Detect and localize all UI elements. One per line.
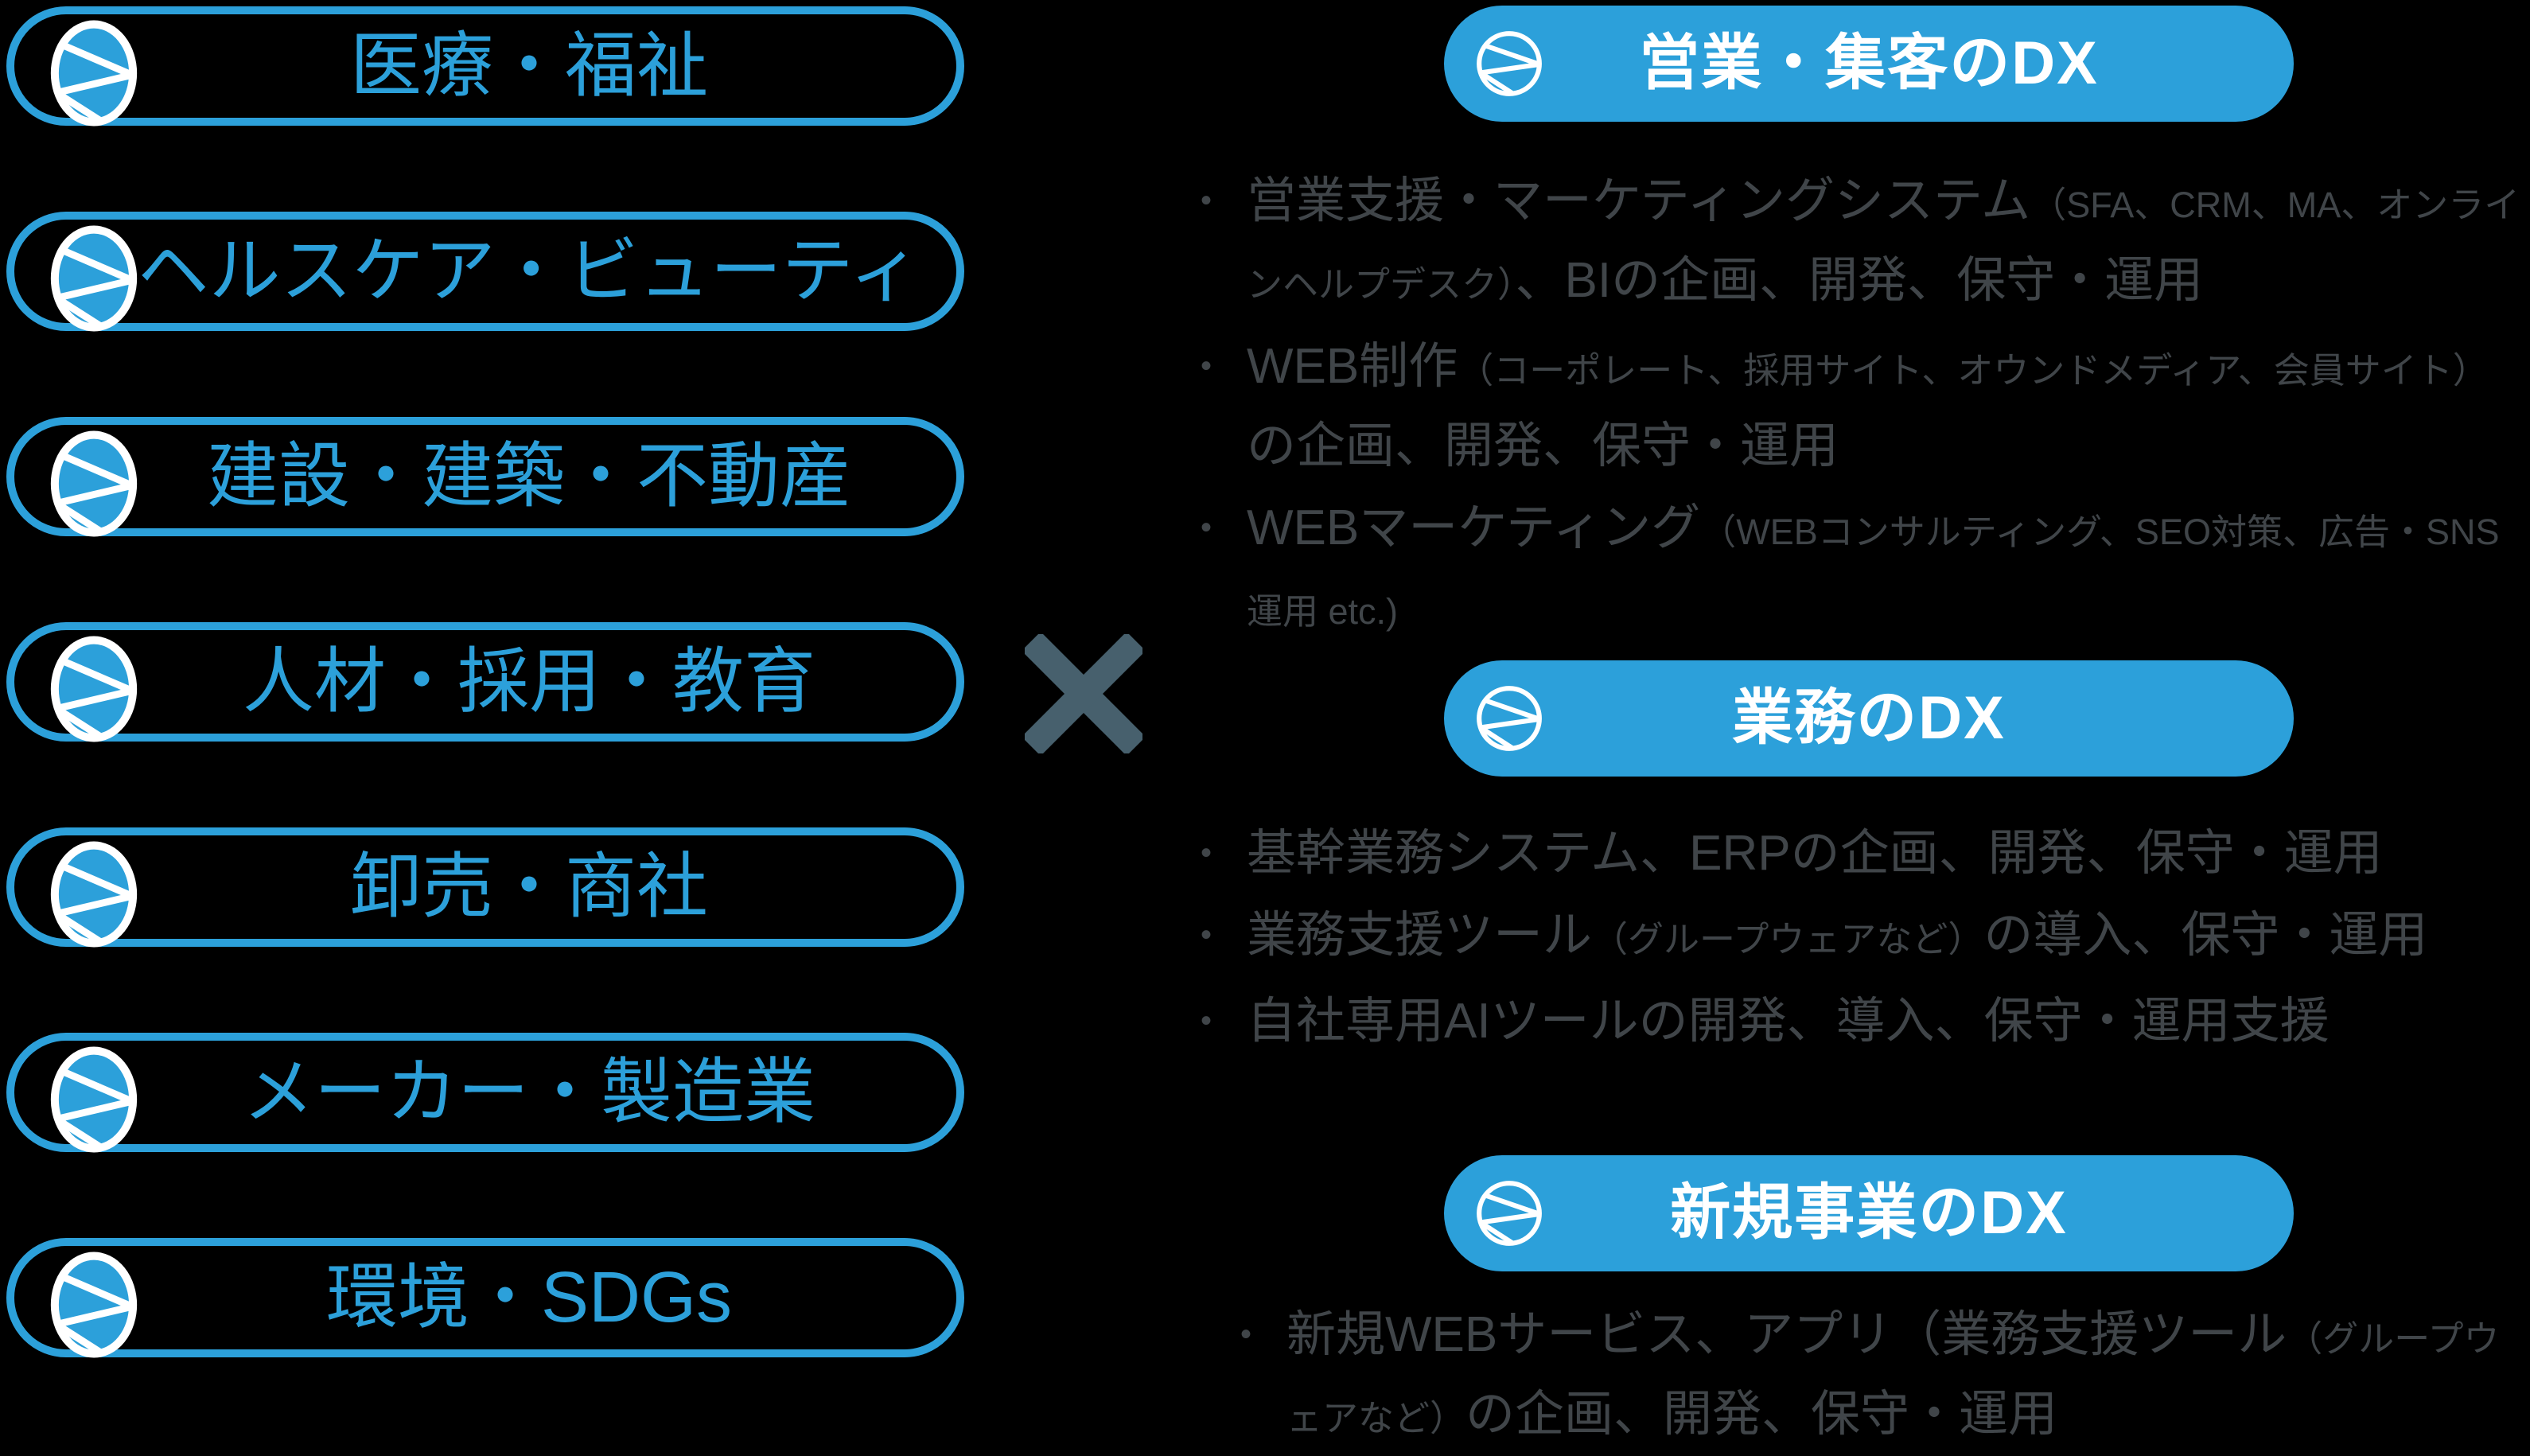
- bullet-dot: •: [1240, 1317, 1252, 1352]
- bullet-text-segment: の企画、開発、保守・運用: [1247, 419, 1839, 473]
- company-logo-icon: [49, 225, 138, 336]
- multiply-icon: [1021, 631, 1146, 757]
- dx-bullet-item: • WEB制作（コーポレート、採用サイト、オウンドメディア、会員サイト） の企画、開…: [1197, 329, 2522, 484]
- industry-label: 環境・SDGs: [325, 1258, 733, 1337]
- company-logo-outline-icon: [1474, 1178, 1544, 1252]
- dx-section-header: 営業・集客のDX: [1444, 6, 2294, 122]
- bullet-dot: •: [1201, 917, 1212, 952]
- industry-label: 人材・採用・教育: [243, 642, 815, 722]
- dx-bullet-item: • 業務支援ツール（グループウェアなど）の導入、保守・運用: [1197, 897, 2522, 977]
- bullet-dot: •: [1201, 835, 1212, 870]
- company-logo-icon: [49, 1046, 138, 1157]
- company-logo-icon: [49, 430, 138, 541]
- company-logo-icon: [49, 1252, 138, 1362]
- bullet-text-segment: 新規WEBサービス、アプリ（業務支援ツール: [1286, 1307, 2287, 1362]
- company-logo-icon: [49, 841, 138, 952]
- dx-bullet-list: • 営業支援・マーケティングシステム（SFA、CRM、MA、オンラインヘルプデスク…: [1197, 163, 2522, 656]
- bullet-dot: •: [1201, 1003, 1212, 1038]
- dx-section-header: 業務のDX: [1444, 660, 2294, 777]
- dx-bullet-item: • 新規WEBサービス、アプリ（業務支援ツール（グループウェアなど）の企画、開発、…: [1237, 1297, 2526, 1456]
- bullet-text-segment: 業務支援ツール: [1247, 908, 1593, 963]
- industry-pill: 建設・建築・不動産: [6, 417, 964, 537]
- dx-bullet-item: • 営業支援・マーケティングシステム（SFA、CRM、MA、オンラインヘルプデスク…: [1197, 163, 2522, 322]
- bullet-text-segment: 、BIの企画、開発、保守・運用: [1515, 253, 2204, 308]
- bullet-text-segment: （コーポレート、採用サイト、オウンドメディア、会員サイト）: [1458, 350, 2489, 391]
- dx-bullet-item: • 基幹業務システム、ERPの企画、開発、保守・運用: [1197, 816, 2522, 891]
- industry-pill: ヘルスケア・ビューティ: [6, 212, 964, 332]
- bullet-text-segment: （SFA、CRM、MA、オンラインヘルプデスク）: [1247, 185, 2520, 305]
- bullet-text-segment: 基幹業務システム、ERPの企画、開発、保守・運用: [1247, 826, 2383, 881]
- industry-label: 建設・建築・不動産: [207, 437, 851, 516]
- bullet-text-segment: （グループウェアなど）: [1286, 1318, 2500, 1438]
- company-logo-icon: [49, 636, 138, 746]
- company-logo-icon: [49, 20, 138, 130]
- bullet-text-segment: の導入、保守・運用: [1983, 908, 2428, 963]
- company-logo-outline-icon: [1474, 683, 1544, 757]
- dx-bullet-item: • 自社専用AIツールの開発、導入、保守・運用支援: [1197, 983, 2522, 1059]
- bullet-text-segment: （グループウェアなど）: [1592, 919, 1984, 960]
- industry-pill: 卸売・商社: [6, 827, 964, 948]
- industry-pill: 医療・福祉: [6, 6, 964, 127]
- dx-section-header: 新規事業のDX: [1444, 1155, 2294, 1271]
- dx-bullet-list: • 新規WEBサービス、アプリ（業務支援ツール（グループウェアなど）の企画、開発、…: [1237, 1297, 2526, 1456]
- bullet-text-segment: WEB制作: [1247, 339, 1458, 394]
- bullet-dot: •: [1201, 510, 1212, 545]
- industry-label: ヘルスケア・ビューティ: [137, 232, 921, 311]
- bullet-text-segment: WEBマーケティング: [1247, 500, 1701, 555]
- dx-bullet-list: • 基幹業務システム、ERPの企画、開発、保守・運用 • 業務支援ツール（グループウェ…: [1197, 816, 2522, 1065]
- industry-label: メーカー・製造業: [243, 1053, 815, 1132]
- bullet-text-segment: （WEBコンサルティング、SEO対策、広告・SNS運用 etc.): [1247, 512, 2500, 632]
- dx-bullet-item: • WEBマーケティング（WEBコンサルティング、SEO対策、広告・SNS運用 e…: [1197, 490, 2522, 649]
- bullet-text-segment: 自社専用AIツールの開発、導入、保守・運用支援: [1247, 994, 2330, 1049]
- industry-pill: メーカー・製造業: [6, 1033, 964, 1153]
- dx-section-title: 新規事業のDX: [1670, 1179, 2068, 1247]
- dx-section-title: 営業・集客のDX: [1639, 29, 2099, 97]
- bullet-text-segment: 営業支援・マーケティングシステム: [1247, 173, 2031, 228]
- bullet-text-segment: の企画、開発、保守・運用: [1465, 1387, 2058, 1442]
- bullet-dot: •: [1201, 183, 1212, 218]
- dx-section-title: 業務のDX: [1732, 684, 2006, 752]
- industry-pill: 環境・SDGs: [6, 1238, 964, 1358]
- bullet-dot: •: [1201, 348, 1212, 383]
- industry-pill: 人材・採用・教育: [6, 622, 964, 742]
- industry-label: 卸売・商社: [350, 847, 708, 927]
- industry-label: 医療・福祉: [350, 26, 708, 106]
- company-logo-outline-icon: [1474, 29, 1544, 103]
